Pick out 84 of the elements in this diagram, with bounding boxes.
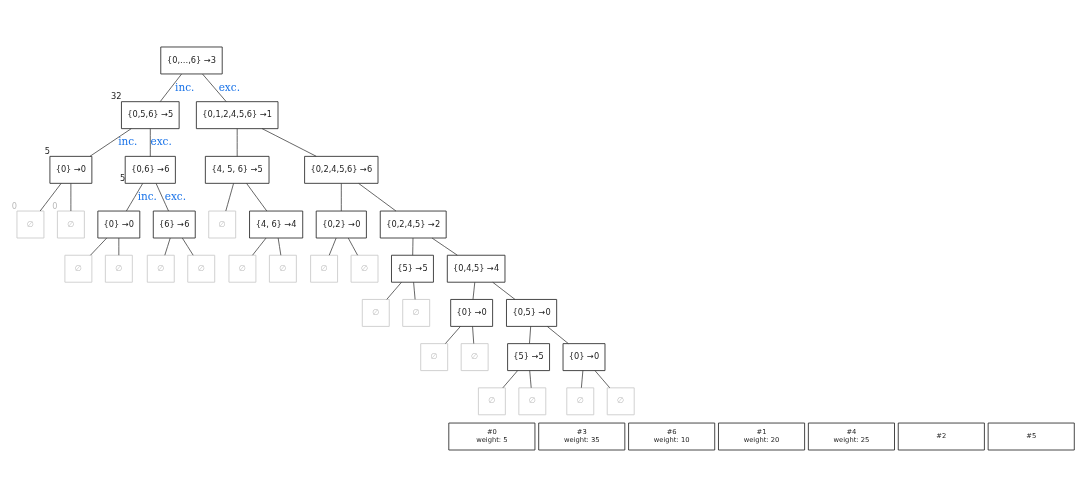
node-box: ∅ — [606, 386, 635, 415]
node-box: {0} →0 — [562, 342, 606, 371]
connector — [529, 325, 532, 344]
node-box: {0,2} →0 — [315, 210, 367, 238]
node-box: ∅ — [566, 386, 595, 415]
connector — [581, 369, 584, 388]
node-box: {0} →0 — [49, 155, 93, 184]
connector — [445, 325, 461, 344]
node-box: ∅ — [460, 342, 489, 371]
connector — [164, 237, 171, 256]
node-box: {0,4,5} →4 — [446, 254, 506, 283]
connector — [39, 182, 62, 211]
node-box: {0,1,2,4,5,6} →1 — [195, 100, 279, 129]
connector — [118, 237, 120, 256]
node-box: ∅ — [477, 386, 506, 415]
node-box: {0,6} →6 — [124, 155, 176, 184]
connector — [546, 325, 569, 344]
node-box: {4, 6} →4 — [249, 210, 304, 238]
connector — [472, 281, 476, 300]
connector — [412, 237, 414, 256]
edge-label: exc. — [218, 80, 240, 93]
edge-label: inc. — [118, 134, 138, 147]
node-box: {5} →5 — [507, 342, 550, 371]
node-box: ∅ — [420, 342, 449, 371]
edge-label: exc. — [164, 189, 187, 202]
connector — [277, 237, 282, 256]
node-label: 32 — [110, 90, 122, 101]
connector — [472, 325, 475, 344]
node-label: 5 — [44, 145, 50, 156]
connector — [202, 73, 227, 102]
node-box: {6} →6 — [152, 210, 196, 238]
connector — [358, 182, 397, 211]
connector — [225, 182, 234, 211]
node-label: 0 — [52, 200, 58, 211]
connector — [159, 73, 182, 102]
connector — [126, 182, 144, 211]
node-box: ∅ — [402, 298, 431, 327]
connector — [252, 237, 267, 256]
node-label: 5 — [119, 172, 126, 183]
node-box: ∅ — [208, 210, 237, 238]
node-box: ∅ — [268, 254, 297, 283]
node-box: {0} →0 — [97, 210, 141, 238]
connector — [594, 369, 611, 388]
node-box: ∅ — [228, 254, 257, 283]
node-box: {0} →0 — [450, 298, 494, 327]
connector — [261, 127, 317, 157]
connector — [181, 237, 194, 256]
connector — [340, 182, 342, 211]
connector — [246, 182, 268, 211]
connector — [529, 369, 532, 388]
node-box: ∅ — [146, 254, 175, 283]
edge-label: inc. — [137, 189, 157, 202]
node-box: ∅ — [518, 386, 547, 415]
node-box: {0,5,6} →5 — [121, 100, 180, 129]
connector — [70, 182, 72, 211]
connector — [90, 237, 108, 256]
connector — [492, 281, 516, 300]
connector — [236, 127, 238, 157]
node-box: {4, 5, 6} →5 — [204, 155, 270, 184]
connector — [149, 127, 151, 157]
connector — [431, 237, 458, 256]
node-box: {0,5} →0 — [506, 298, 558, 327]
node-box: {0,2,4,5,6} →6 — [304, 155, 379, 184]
node-box: ∅ — [16, 210, 45, 238]
connector — [502, 369, 518, 388]
node-box: ∅ — [56, 210, 85, 238]
connector — [386, 281, 402, 300]
node-box: {5} →5 — [391, 254, 434, 283]
node-label: 0 — [11, 200, 17, 211]
node-box: ∅ — [187, 254, 216, 283]
connector — [89, 127, 132, 157]
connector — [155, 182, 169, 211]
edge-label: inc. — [175, 80, 195, 93]
connector — [347, 237, 358, 256]
node-box: ∅ — [361, 298, 390, 327]
node-box: ∅ — [350, 254, 379, 283]
node-box: {0,…,6} →3 — [160, 46, 223, 74]
node-box: ∅ — [310, 254, 338, 283]
node-box: {0,2,4,5} →2 — [379, 210, 447, 238]
connector — [413, 281, 416, 300]
node-box: ∅ — [64, 254, 93, 283]
edge-label: exc. — [150, 134, 172, 147]
connector — [328, 237, 337, 256]
node-box: ∅ — [104, 254, 133, 283]
